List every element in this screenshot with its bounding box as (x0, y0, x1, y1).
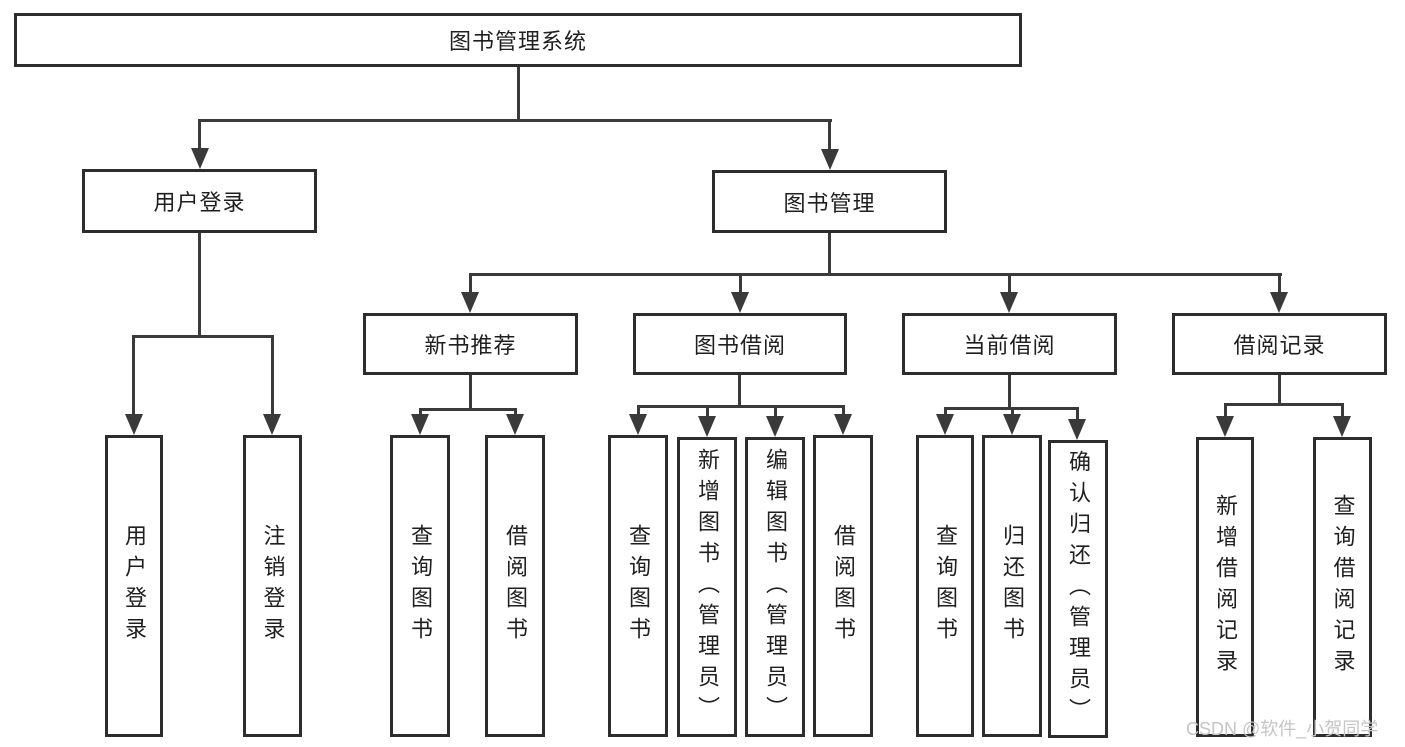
edge-new-books-rail (419, 408, 516, 411)
edge-level3-rail (469, 273, 1282, 276)
node-book-borrowing: 图书借阅 (633, 313, 847, 375)
arrow-down-icon (1216, 416, 1234, 437)
leaf-edit-book-admin-label: 编辑图书（管理员） (763, 447, 788, 727)
csdn-watermark: CSDN @软件_小贺同学 (1186, 719, 1379, 739)
leaf-return-book-label: 归还图书 (1000, 524, 1025, 648)
leaf-query-book-2-label: 查询图书 (626, 524, 651, 648)
node-user-login-label: 用户登录 (153, 190, 246, 215)
edge-user-login-stem (198, 233, 201, 335)
leaf-logout: 注销登录 (243, 435, 302, 737)
arrow-down-icon (1068, 419, 1086, 440)
edge-to-leaf-add-record (1224, 403, 1227, 417)
edge-to-book-mgmt (828, 119, 831, 151)
arrow-down-icon (506, 414, 524, 435)
arrow-down-icon (731, 292, 749, 313)
edge-borrow-records-stem (1278, 375, 1281, 403)
leaf-confirm-return-admin: 确认归还（管理员） (1048, 440, 1108, 738)
arrow-down-icon (1003, 414, 1021, 435)
arrow-down-icon (461, 292, 479, 313)
leaf-query-borrow-record-label: 查询借阅记录 (1330, 494, 1356, 680)
edge-to-leaf-query-book-1 (419, 408, 422, 415)
edge-to-leaf-borrow-book-1 (514, 408, 517, 415)
leaf-query-book-2: 查询图书 (608, 435, 668, 737)
arrow-down-icon (1333, 416, 1351, 437)
edge-current-borrow-stem (1008, 375, 1011, 407)
node-book-management: 图书管理 (712, 170, 947, 233)
edge-root-stem (517, 67, 520, 119)
edge-to-leaf-user-login (132, 335, 135, 415)
arrow-down-icon (1000, 292, 1018, 313)
edge-level2-rail (199, 119, 832, 122)
edge-user-login-rail (133, 335, 274, 338)
arrow-down-icon (125, 414, 143, 435)
leaf-return-book: 归还图书 (982, 435, 1042, 737)
edge-to-leaf-logout (271, 335, 274, 415)
node-current-borrowing: 当前借阅 (902, 313, 1117, 375)
node-root-library-system: 图书管理系统 (14, 13, 1022, 67)
leaf-query-book-3: 查询图书 (916, 435, 974, 737)
arrow-down-icon (1270, 292, 1288, 313)
edge-to-user-login (198, 119, 201, 151)
edge-to-current-borrow (1008, 273, 1011, 293)
node-current-borrowing-label: 当前借阅 (963, 333, 1056, 358)
node-borrowing-records-label: 借阅记录 (1233, 333, 1326, 358)
leaf-query-book-1-label: 查询图书 (408, 524, 433, 648)
edge-to-leaf-add-book (706, 405, 709, 417)
arrow-down-icon (766, 416, 784, 437)
leaf-query-book-1: 查询图书 (390, 435, 450, 737)
edge-to-leaf-query-record (1341, 403, 1344, 417)
edge-to-leaf-borrow-book-2 (842, 405, 845, 415)
leaf-user-login-label: 用户登录 (122, 524, 147, 648)
leaf-query-borrow-record: 查询借阅记录 (1313, 437, 1372, 737)
arrow-down-icon (191, 148, 209, 169)
leaf-borrow-book-1-label: 借阅图书 (503, 524, 528, 648)
edge-book-borrow-rail (637, 405, 844, 408)
node-new-book-recommend-label: 新书推荐 (424, 333, 517, 358)
arrow-down-icon (834, 414, 852, 435)
leaf-add-book-admin: 新增图书（管理员） (677, 437, 737, 737)
node-borrowing-records: 借阅记录 (1172, 313, 1387, 375)
edge-book-borrow-stem (738, 375, 741, 405)
leaf-logout-label: 注销登录 (260, 524, 286, 648)
edge-to-borrow-records (1278, 273, 1281, 293)
arrow-down-icon (411, 414, 429, 435)
node-book-borrowing-label: 图书借阅 (693, 333, 786, 358)
arrow-down-icon (263, 414, 281, 435)
arrow-down-icon (936, 414, 954, 435)
leaf-query-book-3-label: 查询图书 (933, 524, 958, 648)
leaf-confirm-return-admin-label: 确认归还（管理员） (1066, 449, 1091, 729)
arrow-down-icon (698, 416, 716, 437)
leaf-user-login: 用户登录 (105, 435, 163, 737)
leaf-add-borrow-record-label: 新增借阅记录 (1213, 494, 1238, 680)
edge-to-leaf-edit-book (774, 405, 777, 417)
leaf-borrow-book-1: 借阅图书 (485, 435, 545, 737)
edge-borrow-records-rail (1224, 403, 1343, 406)
edge-to-new-books (469, 273, 472, 293)
leaf-edit-book-admin: 编辑图书（管理员） (745, 437, 805, 737)
arrow-down-icon (821, 149, 839, 170)
edge-new-books-stem (469, 375, 472, 408)
node-new-book-recommend: 新书推荐 (363, 313, 578, 375)
edge-to-leaf-query-book-3 (944, 407, 947, 415)
node-root-label: 图书管理系统 (448, 29, 587, 54)
edge-to-leaf-confirm-return (1076, 407, 1079, 419)
leaf-add-book-admin-label: 新增图书（管理员） (695, 447, 720, 727)
edge-to-book-borrow (739, 273, 742, 293)
node-user-login: 用户登录 (82, 169, 317, 233)
edge-to-leaf-return-book (1011, 407, 1014, 415)
edge-to-leaf-query-book-2 (637, 405, 640, 415)
node-book-management-label: 图书管理 (783, 190, 876, 216)
arrow-down-icon (629, 414, 647, 435)
leaf-borrow-book-2: 借阅图书 (813, 435, 873, 737)
leaf-borrow-book-2-label: 借阅图书 (831, 524, 856, 648)
leaf-add-borrow-record: 新增借阅记录 (1196, 437, 1254, 737)
edge-book-mgmt-stem (828, 233, 831, 273)
